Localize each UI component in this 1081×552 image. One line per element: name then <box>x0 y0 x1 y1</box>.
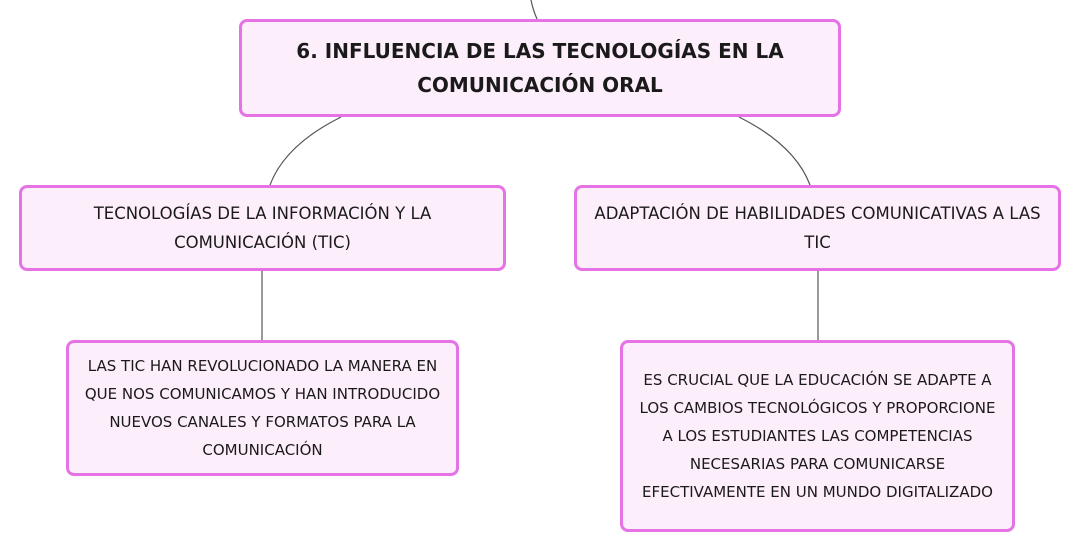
branch-adaptacion-label: ADAPTACIÓN DE HABILIDADES COMUNICATIVAS … <box>594 204 1041 252</box>
leaf-adaptacion-label: ES CRUCIAL QUE LA EDUCACIÓN SE ADAPTE A … <box>639 371 996 501</box>
root-topic-node[interactable]: 6. INFLUENCIA DE LAS TECNOLOGÍAS EN LA C… <box>239 19 841 117</box>
root-topic-label: 6. INFLUENCIA DE LAS TECNOLOGÍAS EN LA C… <box>296 39 784 97</box>
branch-node-adaptacion[interactable]: ADAPTACIÓN DE HABILIDADES COMUNICATIVAS … <box>574 185 1061 271</box>
leaf-node-tic[interactable]: LAS TIC HAN REVOLUCIONADO LA MANERA EN Q… <box>66 340 459 476</box>
leaf-node-adaptacion[interactable]: ES CRUCIAL QUE LA EDUCACIÓN SE ADAPTE A … <box>620 340 1015 532</box>
leaf-tic-label: LAS TIC HAN REVOLUCIONADO LA MANERA EN Q… <box>84 357 441 459</box>
connector-root-to-branch-tic <box>269 116 342 186</box>
branch-node-tic[interactable]: TECNOLOGÍAS DE LA INFORMACIÓN Y LA COMUN… <box>19 185 506 271</box>
branch-tic-label: TECNOLOGÍAS DE LA INFORMACIÓN Y LA COMUN… <box>93 204 432 252</box>
connector-parent-to-root <box>530 0 538 20</box>
connector-root-to-branch-adaptacion <box>738 116 811 186</box>
